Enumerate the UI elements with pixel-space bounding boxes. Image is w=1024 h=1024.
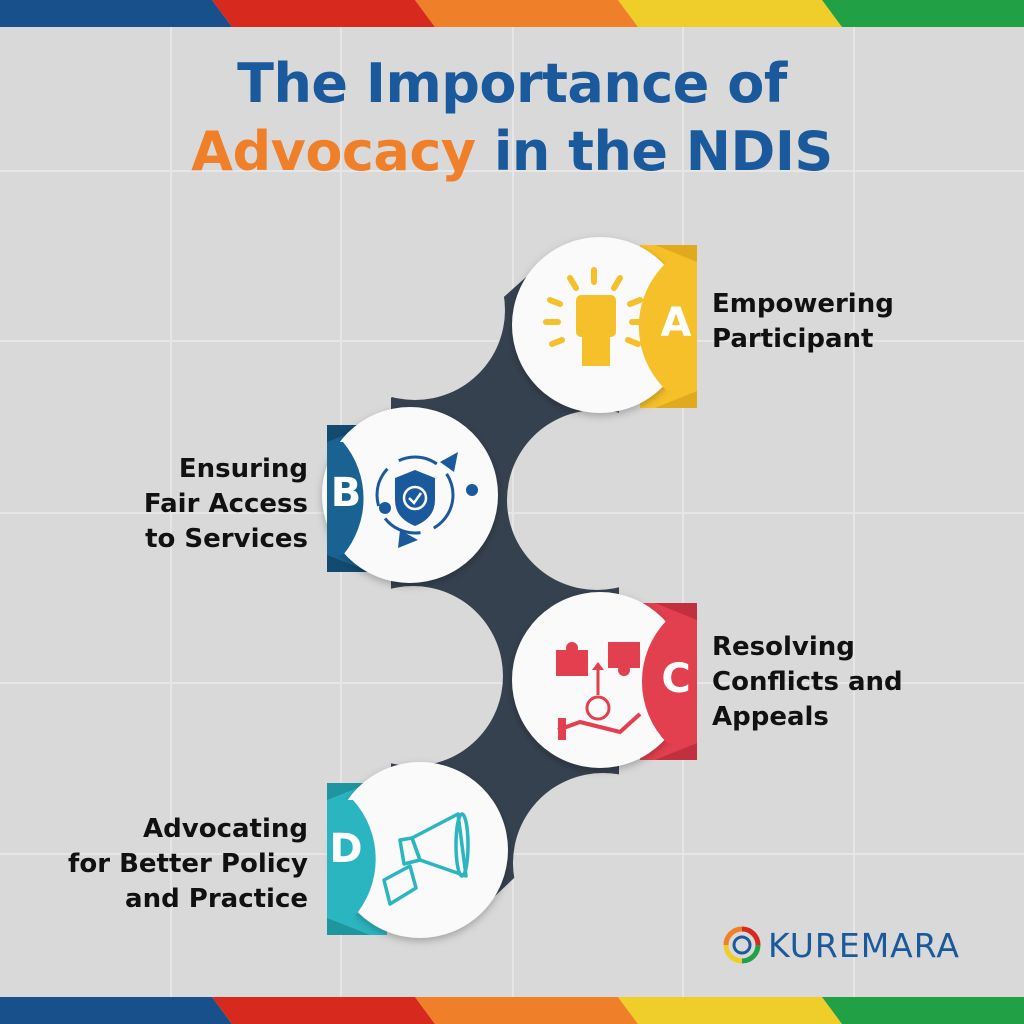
raised-fist-icon [543, 267, 645, 366]
bottom-color-stripe [0, 997, 1024, 1024]
swirl-logo-icon [723, 926, 761, 964]
letter-d: D [329, 826, 363, 872]
brand-logo: KUREMARA [722, 925, 960, 965]
page-title: The Importance of Advocacy in the NDIS [0, 50, 1024, 186]
circle-d [332, 762, 508, 938]
top-color-stripe [0, 0, 1024, 27]
brand-name: KUREMARA [768, 925, 960, 965]
step-a-label: Empowering Participant [712, 289, 894, 354]
step-c-label: Resolving Conflicts and Appeals [712, 632, 903, 732]
title-line-1: The Importance of [237, 52, 787, 115]
puzzle-hand-icon [556, 642, 642, 740]
step-b-label: Ensuring Fair Access to Services [143, 454, 308, 554]
megaphone-icon [382, 812, 470, 906]
letter-c: C [661, 656, 691, 702]
title-line-2: Advocacy in the NDIS [0, 118, 1024, 186]
letter-a: A [660, 300, 692, 346]
title-line-2-rest: in the NDIS [475, 120, 833, 183]
circle-c [512, 592, 688, 768]
step-d-label: Advocating for Better Policy and Practic… [68, 814, 308, 914]
shield-check-cycle-icon [375, 452, 478, 548]
title-highlight: Advocacy [191, 120, 476, 183]
letter-b: B [330, 470, 362, 516]
